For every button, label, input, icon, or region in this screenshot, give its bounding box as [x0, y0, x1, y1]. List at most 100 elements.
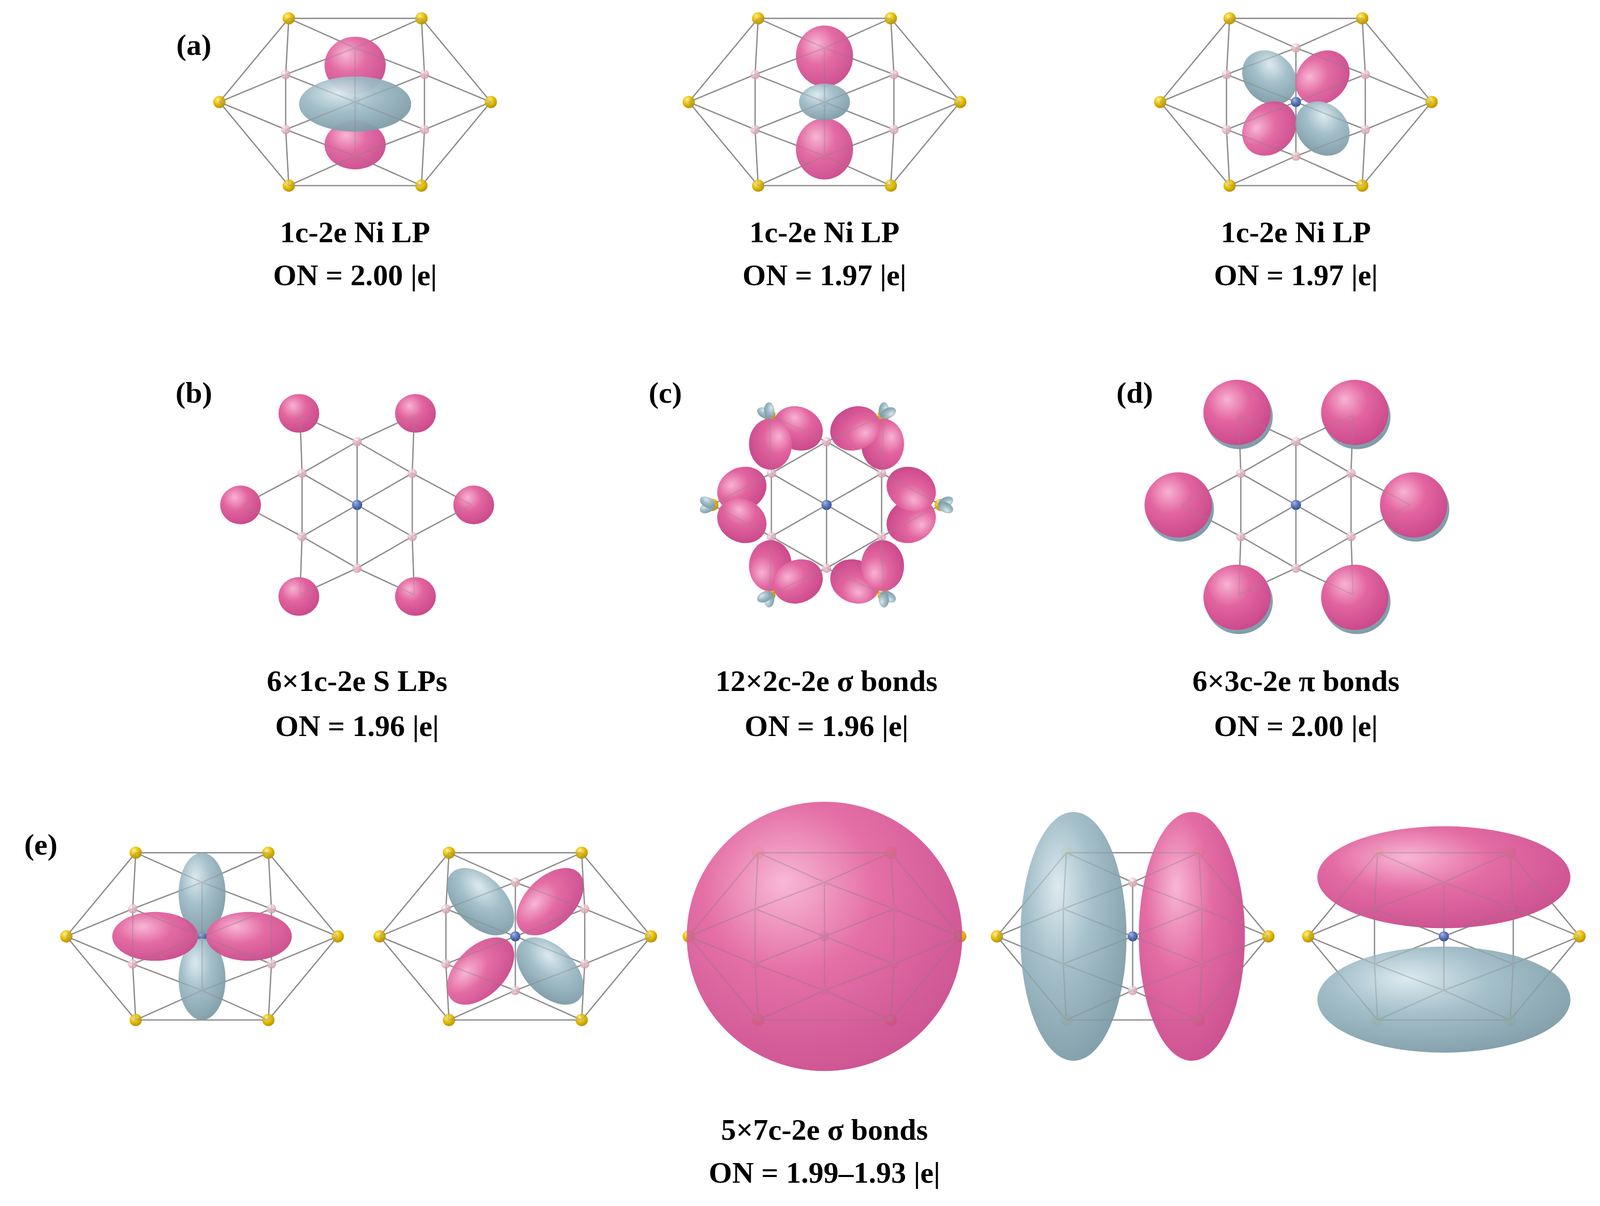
- bond-line: [285, 74, 356, 103]
- bond-line: [424, 74, 426, 130]
- orbital-isosurface: [1317, 826, 1571, 1053]
- bond-line: [1296, 536, 1351, 569]
- bond-lines: [688, 852, 960, 1021]
- bond-lines: [688, 18, 960, 186]
- bond-line: [299, 415, 357, 442]
- bond-line: [1296, 129, 1366, 156]
- bond-line: [1296, 415, 1354, 442]
- bond-line: [1374, 964, 1378, 1021]
- bond-line: [424, 74, 491, 103]
- bond-line: [301, 441, 357, 474]
- orbital-lobe: [686, 802, 963, 1072]
- bond-line: [1229, 18, 1297, 48]
- bond-line: [823, 936, 825, 991]
- bond-line: [1296, 504, 1351, 537]
- orbital-lobe: [278, 394, 320, 433]
- bond-line: [1295, 102, 1297, 156]
- bond-line: [285, 102, 356, 130]
- orbital-lobe: [822, 398, 887, 459]
- bond-line: [1362, 129, 1366, 186]
- bond-line: [893, 936, 960, 965]
- bond-line: [893, 74, 895, 130]
- bond-line: [288, 18, 356, 48]
- bond-line: [356, 504, 358, 569]
- bond-line: [299, 536, 302, 595]
- bond-line: [826, 504, 882, 537]
- bond-line: [301, 536, 357, 569]
- bond-line: [1238, 568, 1296, 595]
- bond-line: [1307, 936, 1375, 965]
- occupation-number: ON = 2.00 |e|: [1214, 709, 1378, 744]
- bond-line: [201, 882, 203, 937]
- bond-line: [445, 964, 516, 991]
- bond-lines: [996, 852, 1269, 1021]
- bond-line: [754, 18, 759, 75]
- bond-line: [754, 102, 825, 130]
- bond-line: [1160, 74, 1227, 103]
- bond-line: [1066, 852, 1199, 854]
- bond-lines: [712, 415, 941, 595]
- bond-line: [688, 74, 755, 103]
- bond-line: [754, 129, 759, 186]
- bond-line: [1066, 1019, 1199, 1021]
- bond-line: [66, 909, 133, 937]
- bond-overlay: [688, 852, 960, 1021]
- bond-line: [1226, 74, 1297, 103]
- bond-line: [824, 156, 891, 186]
- bond-lines: [66, 852, 338, 1021]
- bond-line: [1295, 48, 1297, 103]
- bond-line: [448, 1019, 582, 1021]
- bond-line: [514, 882, 516, 937]
- bond-line: [288, 184, 422, 186]
- panel-letter: (e): [24, 828, 58, 862]
- bond-line: [754, 852, 759, 909]
- bond-line: [688, 18, 759, 103]
- bond-line: [1443, 909, 1514, 937]
- bond-line: [758, 184, 891, 186]
- bond-line: [1296, 504, 1351, 537]
- bond-line: [1229, 184, 1363, 186]
- bond-lines: [1160, 18, 1432, 186]
- bond-line: [421, 129, 425, 186]
- bond-line: [411, 473, 413, 537]
- bond-line: [285, 129, 356, 156]
- bond-line: [996, 936, 1064, 965]
- bond-line: [824, 18, 891, 48]
- bond-line: [515, 936, 585, 965]
- bond-lines: [379, 852, 651, 1021]
- bond-line: [1201, 909, 1203, 965]
- orbital-lobe: [206, 912, 293, 962]
- bond-lines: [242, 415, 472, 595]
- bond-line: [1365, 102, 1432, 130]
- bond-line: [1296, 74, 1366, 103]
- molecule-panel: [682, 12, 967, 193]
- bond-line: [1063, 964, 1067, 1021]
- bond-line: [514, 936, 516, 991]
- bond-line: [355, 156, 422, 186]
- bond-line: [890, 18, 894, 75]
- bond-line: [1374, 936, 1444, 965]
- bond-line: [354, 48, 356, 103]
- bond-line: [771, 504, 827, 537]
- bond-lines: [379, 852, 651, 1021]
- bond-line: [825, 441, 827, 505]
- bond-line: [1374, 909, 1444, 937]
- bond-line: [285, 129, 289, 186]
- bond-line: [1160, 102, 1230, 186]
- bond-line: [1443, 964, 1514, 991]
- bond-line: [412, 473, 472, 505]
- bond-line: [1296, 441, 1351, 474]
- bond-line: [754, 74, 756, 130]
- bond-line: [424, 74, 491, 103]
- bond-line: [356, 504, 358, 569]
- orbital-lobe: [395, 577, 436, 617]
- bond-line: [1132, 882, 1202, 910]
- bond-line: [1295, 504, 1297, 569]
- bond-line: [688, 102, 759, 186]
- bond-line: [1374, 882, 1444, 910]
- bond-line: [688, 909, 755, 937]
- bond-line: [201, 936, 203, 991]
- orbital-lobe: [220, 485, 261, 525]
- bond-line: [1066, 852, 1133, 883]
